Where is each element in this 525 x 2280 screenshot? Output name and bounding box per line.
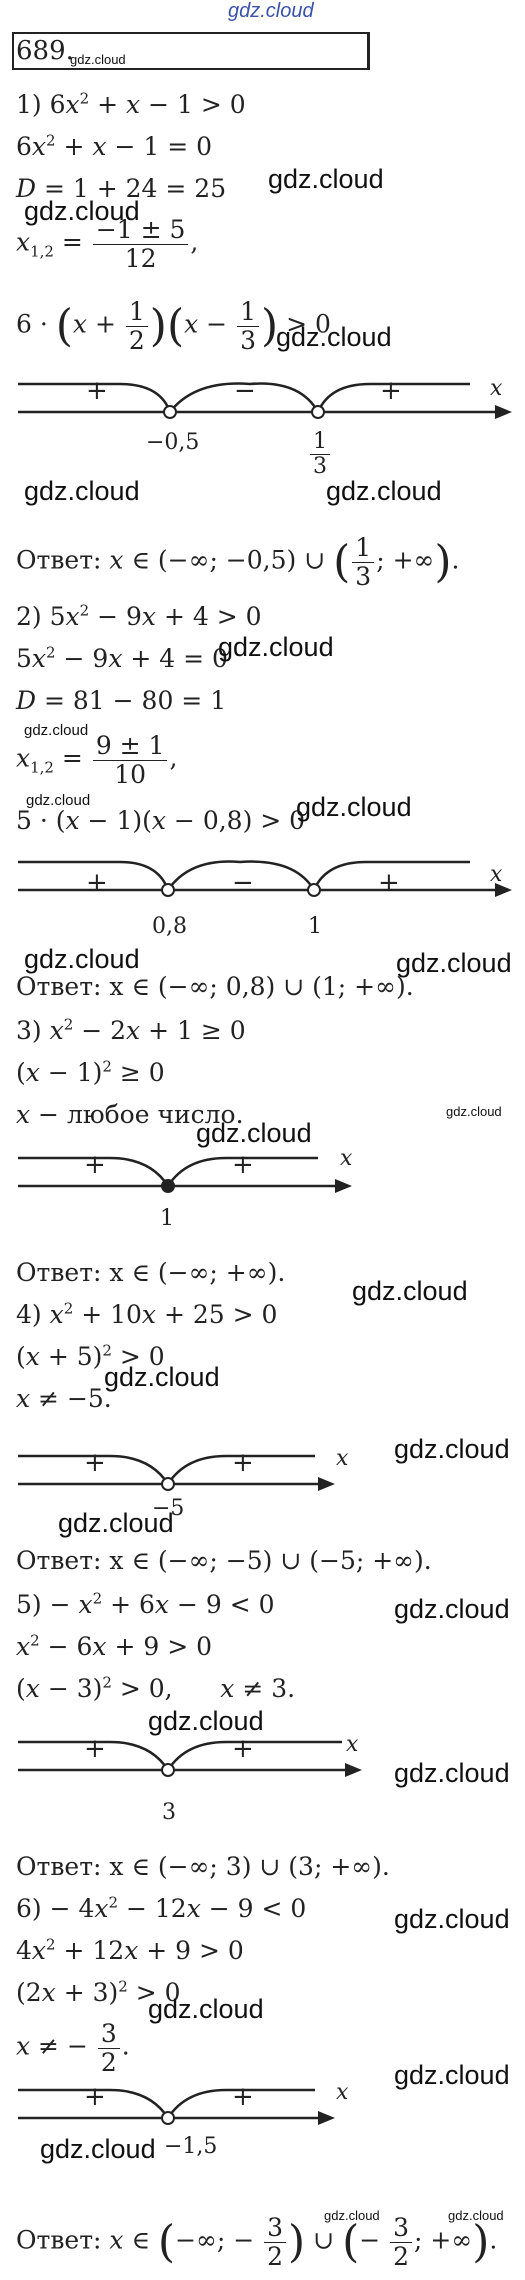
p5-answer: Ответ: x ∈ (−∞; 3) ∪ (3; +∞). [16, 1852, 390, 1881]
watermark: gdz.cloud [218, 632, 334, 662]
p1-number-line [18, 382, 512, 419]
watermark: gdz.cloud [268, 164, 384, 194]
watermark-top: gdz.cloud [228, 0, 314, 22]
p1-sign-1: + [86, 376, 108, 406]
p2-line-1: 2) 5x2 − 9x + 4 > 0 [16, 601, 262, 631]
p2-sign-1: + [86, 868, 108, 898]
p2-point-1: 0,8 [152, 914, 187, 939]
p2-axis-var: x [490, 862, 503, 887]
watermark: gdz.cloud [148, 1706, 264, 1736]
p5-line-2: x2 − 6x + 9 > 0 [16, 1631, 213, 1661]
problem-number: 689. [16, 36, 74, 66]
watermark: gdz.cloud [24, 944, 140, 974]
p2-roots-num: 9 ± 1 [92, 732, 168, 761]
p4-number-line [18, 1454, 335, 1491]
p4-sign-2: + [232, 1448, 254, 1478]
p5-axis-var: x [346, 1732, 359, 1757]
p3-number-line [18, 1156, 352, 1193]
p5-number-line [18, 1740, 362, 1777]
p1-roots-num: −1 ± 5 [92, 216, 189, 245]
p3-axis-var: x [340, 1146, 353, 1171]
watermark: gdz.cloud [24, 722, 89, 739]
p1-line-2: 6x2 + x − 1 = 0 [16, 131, 213, 161]
p6-sign-2: + [232, 2082, 254, 2112]
p5-point-1: 3 [162, 1800, 176, 1825]
p4-line-2: (x + 5)2 > 0 [16, 1341, 165, 1371]
p2-sign-2: − [232, 868, 254, 898]
watermark: gdz.cloud [58, 1508, 174, 1538]
watermark: gdz.cloud [24, 196, 140, 226]
watermark: gdz.cloud [326, 476, 442, 506]
watermark: gdz.cloud [276, 322, 392, 352]
watermark: gdz.cloud [448, 2208, 504, 2223]
watermark: gdz.cloud [394, 1594, 510, 1624]
p3-sign-1: + [84, 1150, 106, 1180]
p6-axis-var: x [336, 2080, 349, 2105]
p2-answer: Ответ: x ∈ (−∞; 0,8) ∪ (1; +∞). [16, 972, 414, 1001]
p4-sign-1: + [84, 1448, 106, 1478]
watermark: gdz.cloud [324, 2208, 380, 2223]
watermark: gdz.cloud [394, 1434, 510, 1464]
p6-line-2: 4x2 + 12x + 9 > 0 [16, 1935, 244, 1965]
p5-line-3: (x − 3)2 > 0, x ≠ 3. [16, 1673, 296, 1703]
watermark: gdz.cloud [148, 1994, 264, 2024]
p3-answer: Ответ: x ∈ (−∞; +∞). [16, 1258, 286, 1287]
p1-roots-den: 12 [124, 243, 157, 273]
p4-line-1: 4) x2 + 10x + 25 > 0 [16, 1299, 278, 1329]
p1-sign-3: + [380, 376, 402, 406]
p1-point-1: −0,5 [146, 430, 200, 455]
problem-header-box [12, 32, 370, 70]
p6-sign-1: + [84, 2082, 106, 2112]
p2-sign-3: + [378, 868, 400, 898]
p4-line-3: x ≠ −5. [16, 1384, 112, 1413]
p6-point-1: −1,5 [164, 2134, 218, 2159]
p5-sign-1: + [84, 1734, 106, 1764]
p3-line-3: x − любое число. [16, 1100, 244, 1129]
p2-line-2: 5x2 − 9x + 4 = 0 [16, 643, 228, 673]
p4-axis-var: x [336, 1446, 349, 1471]
p6-number-line [18, 2088, 335, 2125]
p1-axis-var: x [490, 376, 503, 401]
p2-factor: 5 · (x − 1)(x − 0,8) > 0 [16, 806, 306, 835]
p1-sign-2: − [234, 376, 256, 406]
p3-sign-2: + [232, 1150, 254, 1180]
p2-roots-den: 10 [114, 759, 147, 789]
watermark: gdz.cloud [104, 1362, 220, 1392]
watermark: gdz.cloud [446, 1104, 502, 1119]
watermark: gdz.cloud [26, 792, 91, 809]
p3-point-1: 1 [160, 1206, 174, 1231]
p2-point-2: 1 [308, 914, 322, 939]
watermark: gdz.cloud [40, 2134, 156, 2164]
watermark: gdz.cloud [394, 2060, 510, 2090]
p6-line-3: (2x + 3)2 > 0 [16, 1977, 181, 2007]
watermark: gdz.cloud [396, 948, 512, 978]
p4-answer: Ответ: x ∈ (−∞; −5) ∪ (−5; +∞). [16, 1546, 432, 1575]
p2-number-line [18, 860, 512, 897]
watermark: gdz.cloud [352, 1276, 468, 1306]
p5-sign-2: + [232, 1734, 254, 1764]
watermark: gdz.cloud [24, 476, 140, 506]
p4-point-1: −5 [152, 1496, 185, 1521]
p1-line-1: 1) 6x2 + x − 1 > 0 [16, 89, 246, 119]
watermark: gdz.cloud [394, 1904, 510, 1934]
watermark: gdz.cloud [196, 1118, 312, 1148]
watermark: gdz.cloud [296, 792, 412, 822]
p1-line-3: D = 1 + 24 = 25 [16, 174, 227, 203]
watermark: gdz.cloud [394, 1758, 510, 1788]
p6-line-1: 6) − 4x2 − 12x − 9 < 0 [16, 1893, 307, 1923]
p2-line-3: D = 81 − 80 = 1 [16, 686, 227, 715]
p3-line-2: (x − 1)2 ≥ 0 [16, 1057, 165, 1087]
watermark: gdz.cloud [70, 52, 126, 67]
p5-line-1: 5) − x2 + 6x − 9 < 0 [16, 1589, 275, 1619]
p3-line-1: 3) x2 − 2x + 1 ≥ 0 [16, 1015, 246, 1045]
